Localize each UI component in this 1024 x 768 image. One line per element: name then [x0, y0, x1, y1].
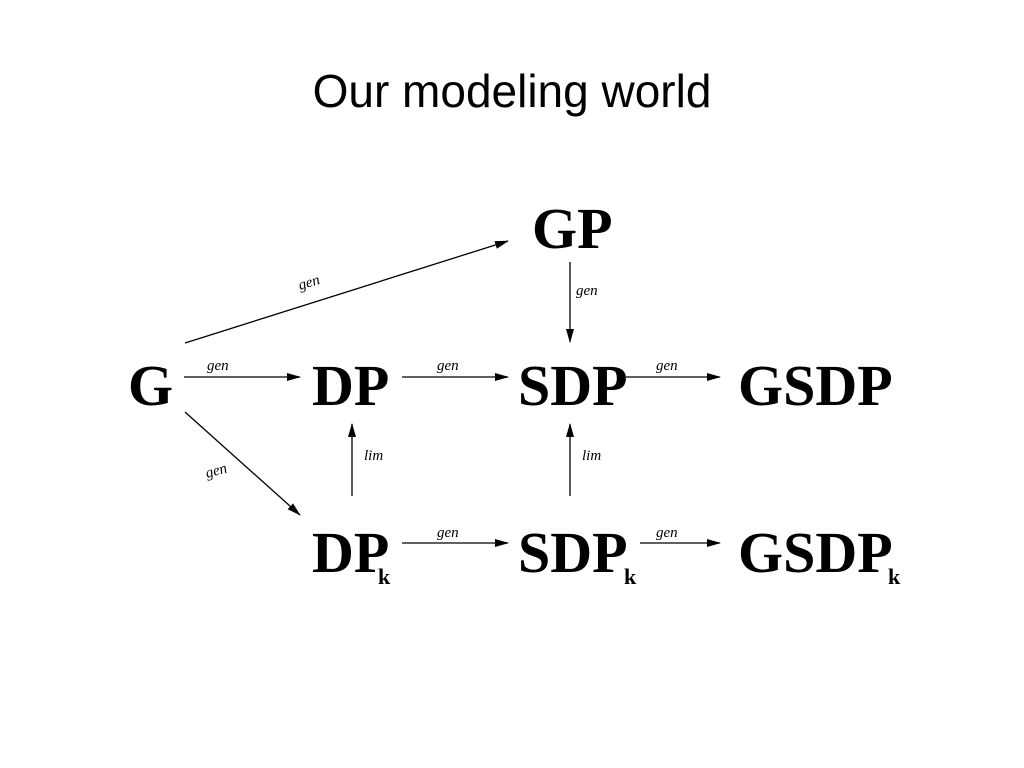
node-sdp-k-label: SDP [518, 520, 628, 585]
edge-dp-k-to-dp: lim [348, 423, 383, 496]
edge-g-to-dp-k: gen [184, 411, 301, 516]
node-gsdp: GSDP [738, 353, 893, 418]
node-dp-label: DP [312, 353, 389, 418]
edge-sdp-k-to-gsdp-k: gen [640, 525, 721, 547]
edge-dp-k-to-sdp-k-label: gen [437, 525, 459, 541]
node-gsdp-k-label: GSDP [738, 520, 893, 585]
edge-g-to-dp-k-arrow [184, 411, 301, 516]
node-gp-label: GP [532, 196, 613, 261]
edge-g-to-gp-arrow [184, 240, 509, 344]
node-gp: GP [532, 196, 613, 261]
edge-g-to-dp-k-label: gen [204, 460, 229, 481]
edge-dp-to-sdp-label: gen [437, 358, 459, 374]
edge-g-to-gp: gen [184, 240, 509, 344]
node-gsdp-k-subscript: k [888, 564, 901, 589]
node-sdp-k: SDP k [518, 520, 637, 589]
edge-sdp-k-to-gsdp-k-label: gen [656, 525, 678, 541]
node-sdp-k-subscript: k [624, 564, 637, 589]
node-dp-k-subscript: k [378, 564, 391, 589]
node-gsdp-k: GSDP k [738, 520, 901, 589]
edge-dp-k-to-dp-label: lim [364, 448, 383, 464]
edge-sdp-k-to-sdp-label: lim [582, 448, 601, 464]
node-g-label: G [128, 353, 173, 418]
edge-sdp-to-gsdp: gen [626, 358, 721, 381]
node-dp: DP [312, 353, 389, 418]
node-g: G [128, 353, 173, 418]
edge-g-to-dp: gen [184, 358, 301, 381]
node-gsdp-label: GSDP [738, 353, 893, 418]
edge-sdp-to-gsdp-label: gen [656, 358, 678, 374]
edge-sdp-k-to-sdp: lim [566, 423, 601, 496]
edge-dp-to-sdp: gen [402, 358, 509, 381]
node-sdp-label: SDP [518, 353, 628, 418]
node-dp-k: DP k [312, 520, 391, 589]
edge-gp-to-sdp: gen [566, 262, 598, 343]
node-sdp: SDP [518, 353, 628, 418]
edge-g-to-dp-label: gen [207, 358, 229, 374]
edge-dp-k-to-sdp-k: gen [402, 525, 509, 547]
edge-g-to-gp-label: gen [296, 272, 321, 294]
slide-title: Our modeling world [312, 65, 712, 117]
edge-gp-to-sdp-label: gen [576, 283, 598, 299]
node-dp-k-label: DP [312, 520, 389, 585]
